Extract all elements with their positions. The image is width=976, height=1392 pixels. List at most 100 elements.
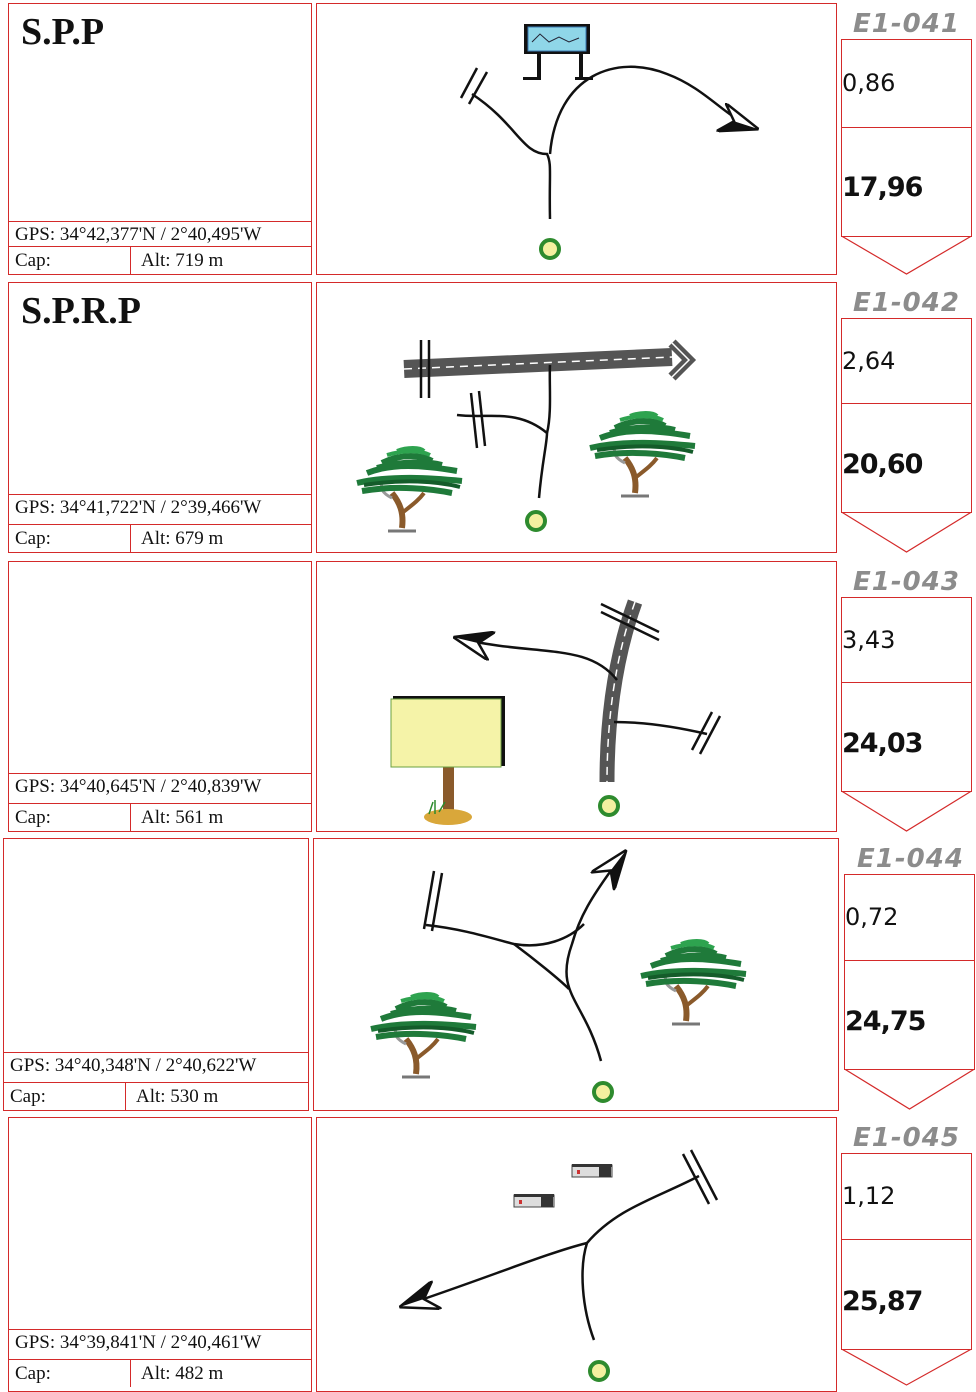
chevron-down-icon [844,1069,975,1110]
stage-info-panel: GPS: 34°39,841'N / 2°40,461'W Cap: Alt: … [8,1117,312,1392]
waypoint-code: E1-042 [853,288,960,318]
gps-coordinates: GPS: 34°42,377'N / 2°40,495'W [9,221,311,246]
road [599,599,643,783]
route-arrow [457,638,618,681]
cap-label: Cap: [15,807,51,828]
chevron-down-icon [841,512,972,553]
stage-title: S.P.R.P [21,290,142,332]
tree-icon [590,413,695,496]
altitude: Alt: 719 m [130,247,223,274]
waypoint-code: E1-044 [857,844,964,874]
chevron-down-icon [841,236,972,275]
altitude: Alt: 530 m [125,1083,218,1110]
cumulative-distance: 25,87 [842,1286,923,1317]
route-arrow [565,853,624,1062]
route-diagram [316,561,837,832]
cap-label: Cap: [15,250,51,271]
track-path [513,943,570,990]
cumulative-distance-box: 25,87 [841,1239,972,1350]
chevron-down-icon [841,791,972,832]
cumulative-distance: 24,75 [845,1006,926,1037]
route-diagram [316,1117,837,1392]
route-arrow [548,65,755,155]
partial-distance: 2,64 [842,347,896,375]
partial-distance: 3,43 [842,626,896,654]
gps-coordinates: GPS: 34°39,841'N / 2°40,461'W [9,1329,311,1354]
gps-coordinates: GPS: 34°40,645'N / 2°40,839'W [9,773,311,798]
tree-icon [641,941,746,1024]
route-arrow [403,1241,588,1306]
map-signboard-icon [523,24,593,80]
partial-distance: 0,72 [845,903,899,931]
start-point-icon [539,238,561,260]
route-diagram [313,838,839,1111]
cumulative-distance-box: 24,03 [841,682,972,792]
crossing-mark [681,1153,711,1205]
cap-label: Cap: [10,1086,46,1107]
partial-distance-box: 2,64 [841,318,972,404]
stage-info-panel: GPS: 34°40,348'N / 2°40,622'W Cap: Alt: … [3,838,309,1111]
crossing-mark [459,67,479,99]
cap-label: Cap: [15,528,51,549]
crossing-mark [467,71,489,105]
stage-title: S.P.P [21,11,105,53]
partial-distance-box: 0,86 [841,39,972,128]
start-point-icon [592,1081,614,1103]
cumulative-distance: 24,03 [842,728,923,759]
crossing-mark [600,610,660,642]
altitude: Alt: 561 m [130,804,223,831]
cap-alt-row: Cap: Alt: 679 m [9,524,311,552]
crossing-mark [698,715,722,755]
start-point-icon [598,795,620,817]
stage-info-panel: S.P.P GPS: 34°42,377'N / 2°40,495'W Cap:… [8,3,312,275]
partial-distance-box: 3,43 [841,597,972,683]
cap-alt-row: Cap: Alt: 530 m [4,1082,308,1110]
route-diagram [316,3,837,275]
track-path [425,923,585,947]
partial-distance: 0,86 [842,69,896,97]
track-path [613,720,708,736]
crossing-mark [477,390,487,447]
stage-info-panel: S.P.R.P GPS: 34°41,722'N / 2°39,466'W Ca… [8,282,312,553]
track-path [581,1174,700,1341]
start-point-icon [525,510,547,532]
cap-alt-row: Cap: Alt: 561 m [9,803,311,831]
partial-distance: 1,12 [842,1182,896,1210]
waypoint-code: E1-045 [853,1123,960,1153]
gps-coordinates: GPS: 34°40,348'N / 2°40,622'W [4,1052,308,1077]
cumulative-distance-box: 17,96 [841,127,972,237]
cumulative-distance-box: 20,60 [841,403,972,513]
gps-coordinates: GPS: 34°41,722'N / 2°39,466'W [9,494,311,519]
cap-label: Cap: [15,1363,51,1384]
crossing-mark [600,602,660,634]
tree-icon [371,994,476,1077]
crossing-mark [469,392,479,449]
crossing-mark [430,872,444,932]
road [403,339,697,381]
panel-sign-icon [390,696,505,825]
chevron-down-icon [841,1349,972,1386]
crossing-mark [422,870,436,930]
start-point-icon [588,1360,610,1382]
altitude: Alt: 482 m [130,1360,223,1387]
waypoint-code: E1-043 [853,567,960,597]
partial-distance-box: 1,12 [841,1153,972,1240]
altitude: Alt: 679 m [130,525,223,552]
stage-info-panel: GPS: 34°40,645'N / 2°40,839'W Cap: Alt: … [8,561,312,832]
partial-distance-box: 0,72 [844,874,975,961]
crossing-mark [690,711,714,751]
waypoint-code: E1-041 [853,9,960,39]
building-icon [571,1164,613,1178]
cap-alt-row: Cap: Alt: 719 m [9,246,311,274]
cumulative-distance: 17,96 [842,172,923,203]
track-path [545,364,552,434]
track-path [456,413,549,499]
building-icon [513,1194,555,1208]
crossing-mark [689,1149,719,1201]
cumulative-distance-box: 24,75 [844,960,975,1070]
cap-alt-row: Cap: Alt: 482 m [9,1359,311,1387]
route-diagram [316,282,837,553]
track-path [471,92,552,220]
cumulative-distance: 20,60 [842,449,923,480]
tree-icon [357,448,462,531]
